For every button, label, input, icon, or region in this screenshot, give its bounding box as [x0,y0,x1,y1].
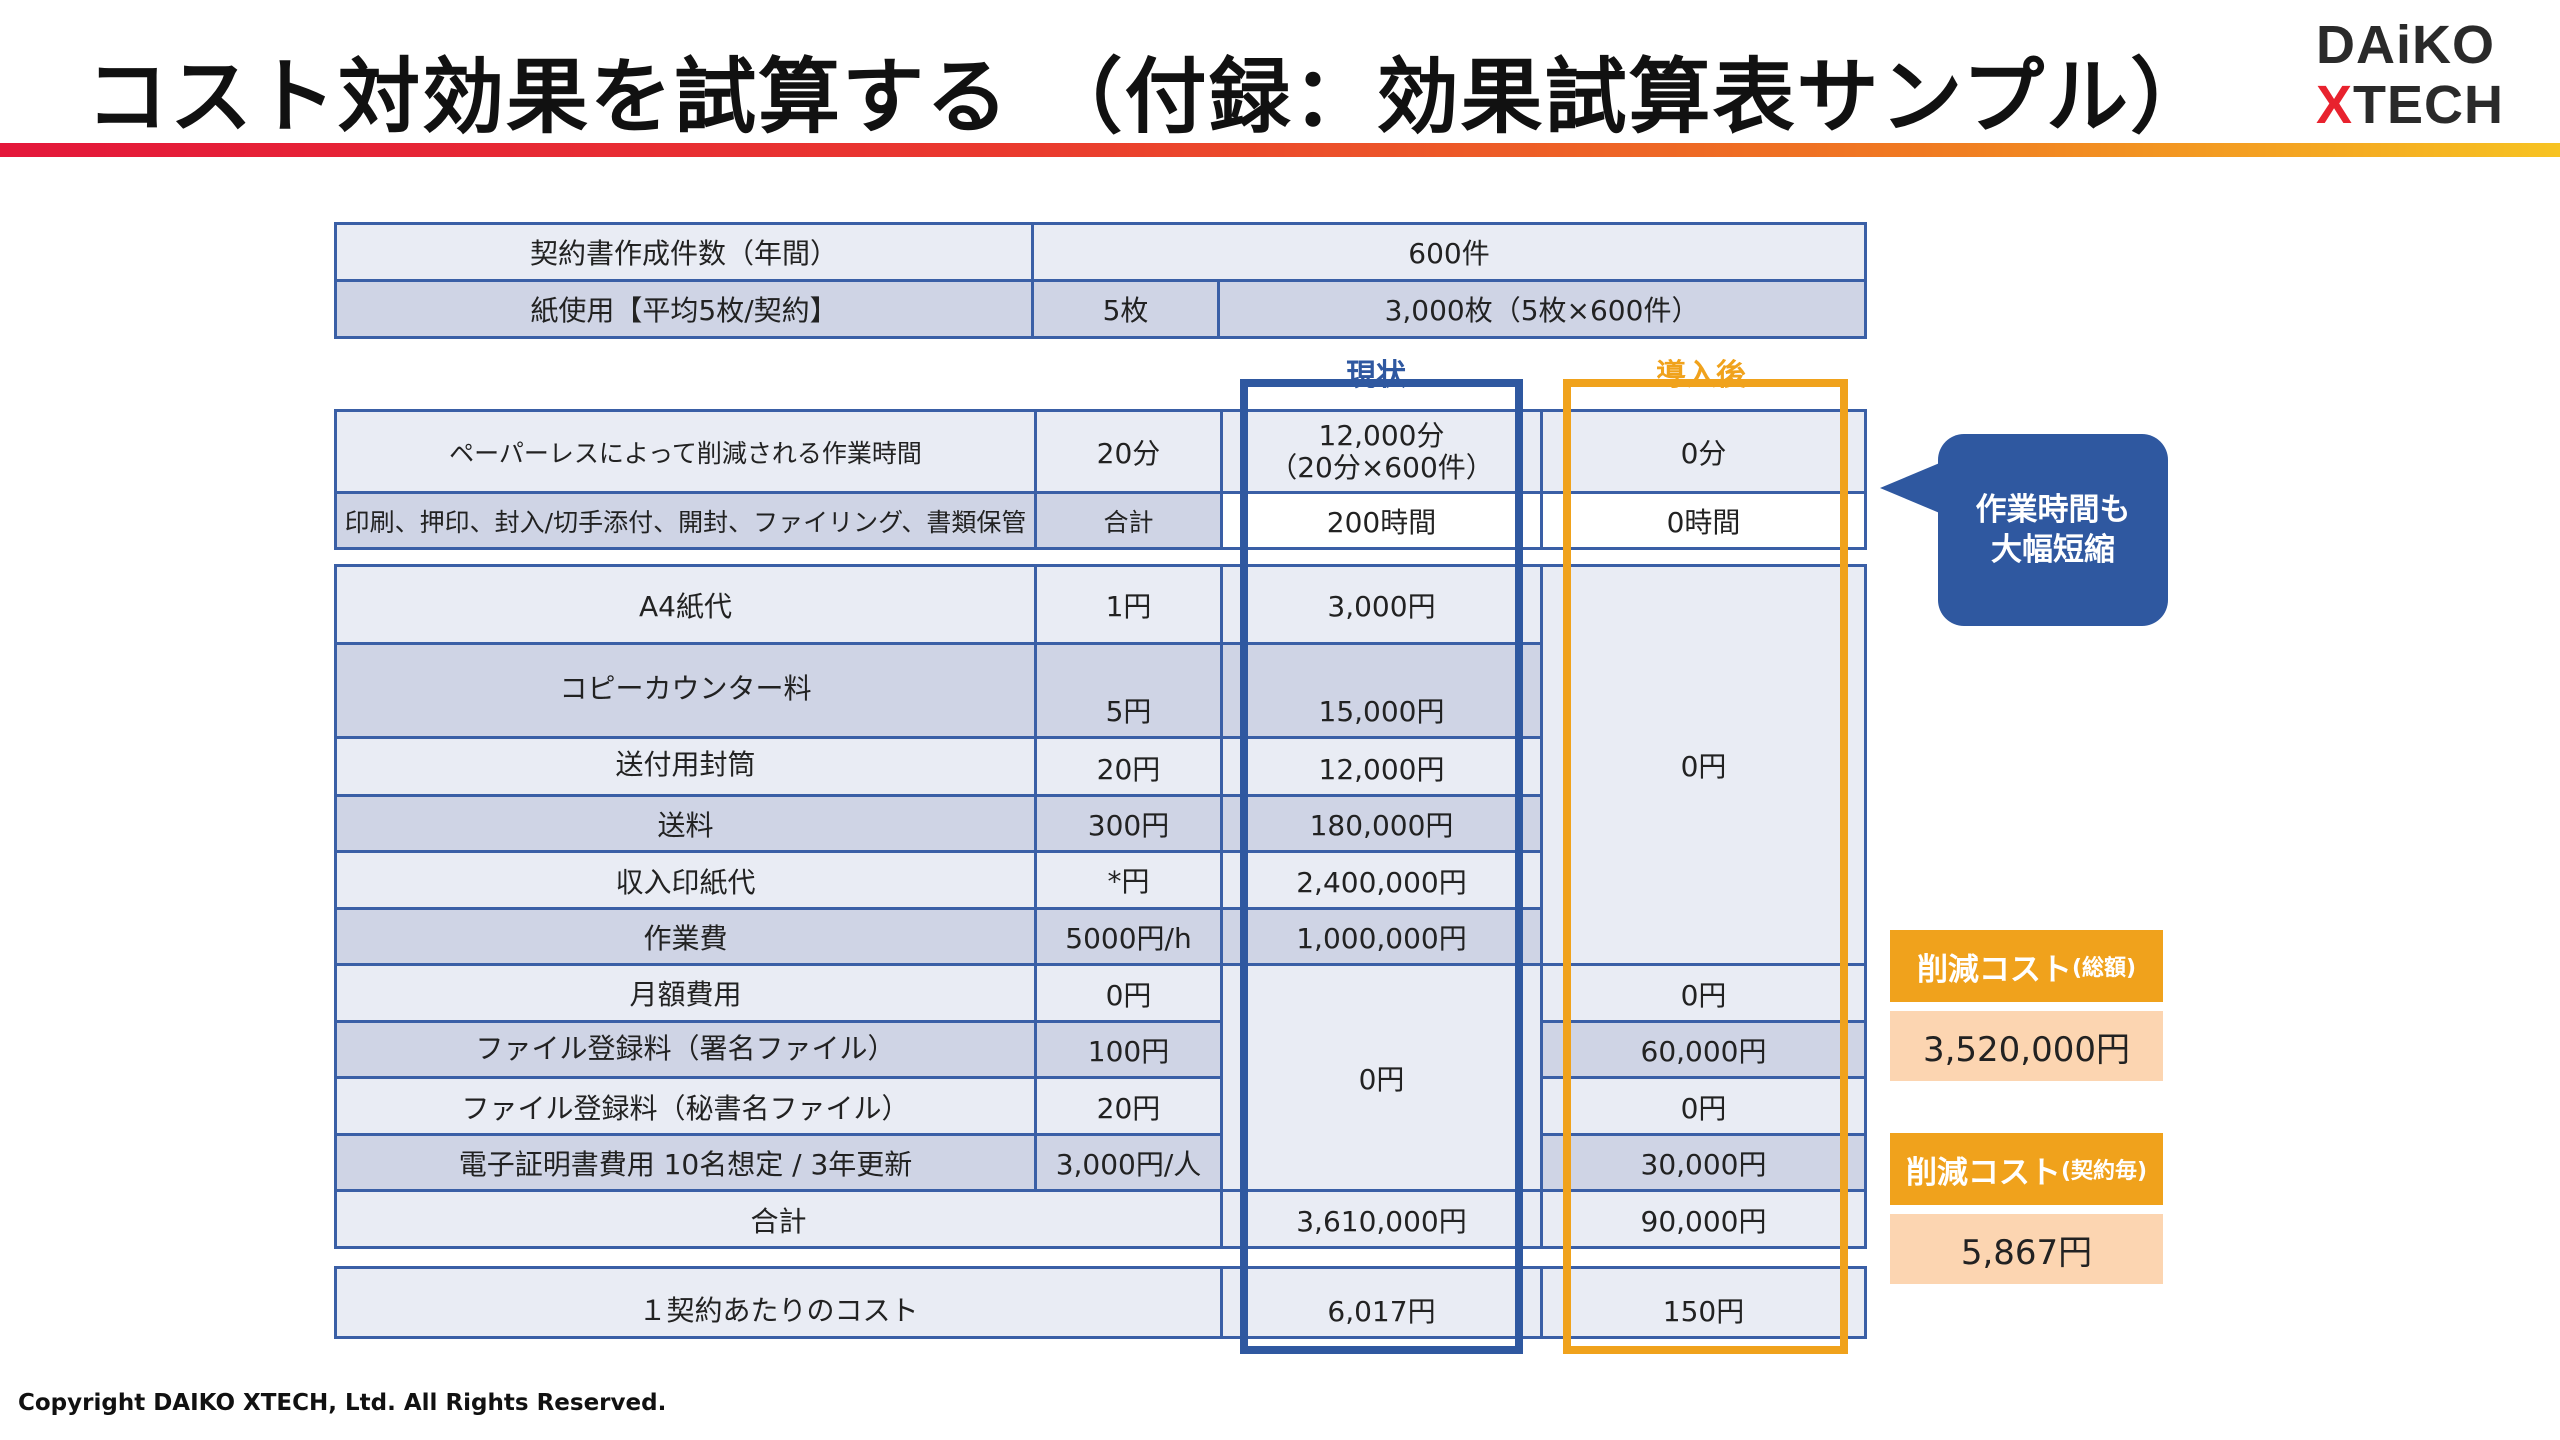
monthly-label: 月額費用 [334,963,1037,1023]
work-row-unit: 20分 [1034,409,1223,494]
file-secret-label: ファイル登録料（秘書名ファイル） [334,1076,1037,1136]
copy-label: コピーカウンター料 [334,642,1037,739]
total-current: 3,610,000円 [1220,1189,1543,1249]
work-rows: ペーパーレスによって削減される作業時間 20分 12,000分 （20分×600… [334,409,1867,550]
savings-per-heading: 削減コスト(契約毎) [1890,1133,2163,1205]
work-row-current: 12,000分 （20分×600件） [1220,409,1543,494]
monthly-unit: 0円 [1034,963,1223,1023]
savings-total-heading: 削減コスト(総額) [1890,930,2163,1002]
stamp-unit: *円 [1034,850,1223,910]
current-system-total: 0円 [1220,963,1543,1192]
file-secret-after: 0円 [1540,1076,1867,1136]
stamp-label: 収入印紙代 [334,850,1037,910]
copy-unit: 5円 [1034,642,1223,739]
postage-label: 送料 [334,794,1037,853]
savings-per-value: 5,867円 [1890,1214,2163,1284]
logo-tech: TECH [2353,75,2505,135]
after-column-highlight [1563,379,1848,1354]
labor-current: 1,000,000円 [1220,907,1543,966]
cert-unit: 3,000円/人 [1034,1133,1223,1192]
per-contract-after: 150円 [1540,1266,1867,1339]
labor-label: 作業費 [334,907,1037,966]
cost-table: A4紙代 1円 3,000円 0円 コピーカウンター料 5円 15,000円 送… [334,564,1867,1249]
current-column-highlight [1240,379,1523,1354]
work-row-current-value: 12,000分 [1318,418,1445,452]
savings-per-sub: (契約毎) [2060,1159,2148,1184]
page-title: コスト対効果を試算する （付録：効果試算表サンプル） [86,50,2215,145]
logo-line1: DAiKO [2316,15,2495,75]
copyright: Copyright DAIKO XTECH, Ltd. All Rights R… [18,1390,667,1416]
savings-per-title: 削減コスト [1905,1154,2061,1191]
monthly-after: 0円 [1540,963,1867,1023]
file-signed-after: 60,000円 [1540,1020,1867,1079]
per-contract-current: 6,017円 [1220,1266,1543,1339]
envelope-current: 12,000円 [1220,736,1543,797]
cert-after: 30,000円 [1540,1133,1867,1192]
summary-table: 契約書作成件数（年間） 600件 紙使用【平均5枚/契約】 5枚 3,000枚（… [334,222,1868,339]
savings-total-title: 削減コスト [1916,951,2072,988]
labor-unit: 5000円/h [1034,907,1223,966]
total-after: 90,000円 [1540,1189,1867,1249]
file-signed-label: ファイル登録料（署名ファイル） [334,1020,1037,1079]
paper-total: 3,000枚（5枚×600件） [1216,279,1868,339]
per-contract-label: １契約あたりのコスト [334,1266,1223,1339]
callout-pointer [1880,462,1942,514]
paper-unit: 5枚 [1031,279,1220,339]
stamp-current: 2,400,000円 [1220,850,1543,910]
per-contract-table: １契約あたりのコスト 6,017円 150円 [334,1266,1867,1339]
work-row-after: 0分 [1540,409,1867,494]
paper-label: 紙使用【平均5枚/契約】 [334,279,1034,339]
work-row-label: ペーパーレスによって削減される作業時間 [334,409,1037,494]
envelope-label: 送付用封筒 [334,736,1037,797]
file-secret-unit: 20円 [1034,1076,1223,1136]
tasks-current: 200時間 [1220,491,1543,550]
work-row-current-sub: （20分×600件） [1269,450,1494,484]
contracts-value: 600件 [1030,222,1868,282]
envelope-unit: 20円 [1034,736,1223,797]
total-label: 合計 [334,1189,1223,1249]
after-paper-total: 0円 [1540,564,1867,966]
savings-total-sub: (総額) [2071,956,2137,981]
file-signed-unit: 100円 [1034,1020,1223,1079]
tasks-label: 印刷、押印、封入/切手添付、開封、ファイリング、書類保管 [334,491,1037,550]
current-column-heading: 現状 [1346,358,1406,393]
a4-label: A4紙代 [334,564,1037,645]
cert-label: 電子証明書費用 10名想定 / 3年更新 [334,1133,1037,1192]
a4-unit: 1円 [1034,564,1223,645]
savings-total-value: 3,520,000円 [1890,1011,2163,1081]
tasks-after: 0時間 [1540,491,1867,550]
postage-unit: 300円 [1034,794,1223,853]
contracts-label: 契約書作成件数（年間） [334,222,1034,282]
callout-line2: 大幅短縮 [1991,532,2115,568]
after-column-heading: 導入後 [1656,358,1746,393]
company-logo: DAiKO XTECH [2312,14,2522,136]
copy-current: 15,000円 [1220,642,1543,739]
logo-x: X [2316,75,2354,135]
postage-current: 180,000円 [1220,794,1543,853]
work-time-callout: 作業時間も 大幅短縮 [1938,434,2168,626]
logo-line2: XTECH [2316,74,2504,136]
tasks-unit: 合計 [1034,491,1223,550]
callout-line1: 作業時間も [1975,492,2131,528]
header-gradient-rule [0,143,2560,157]
a4-current: 3,000円 [1220,564,1543,645]
